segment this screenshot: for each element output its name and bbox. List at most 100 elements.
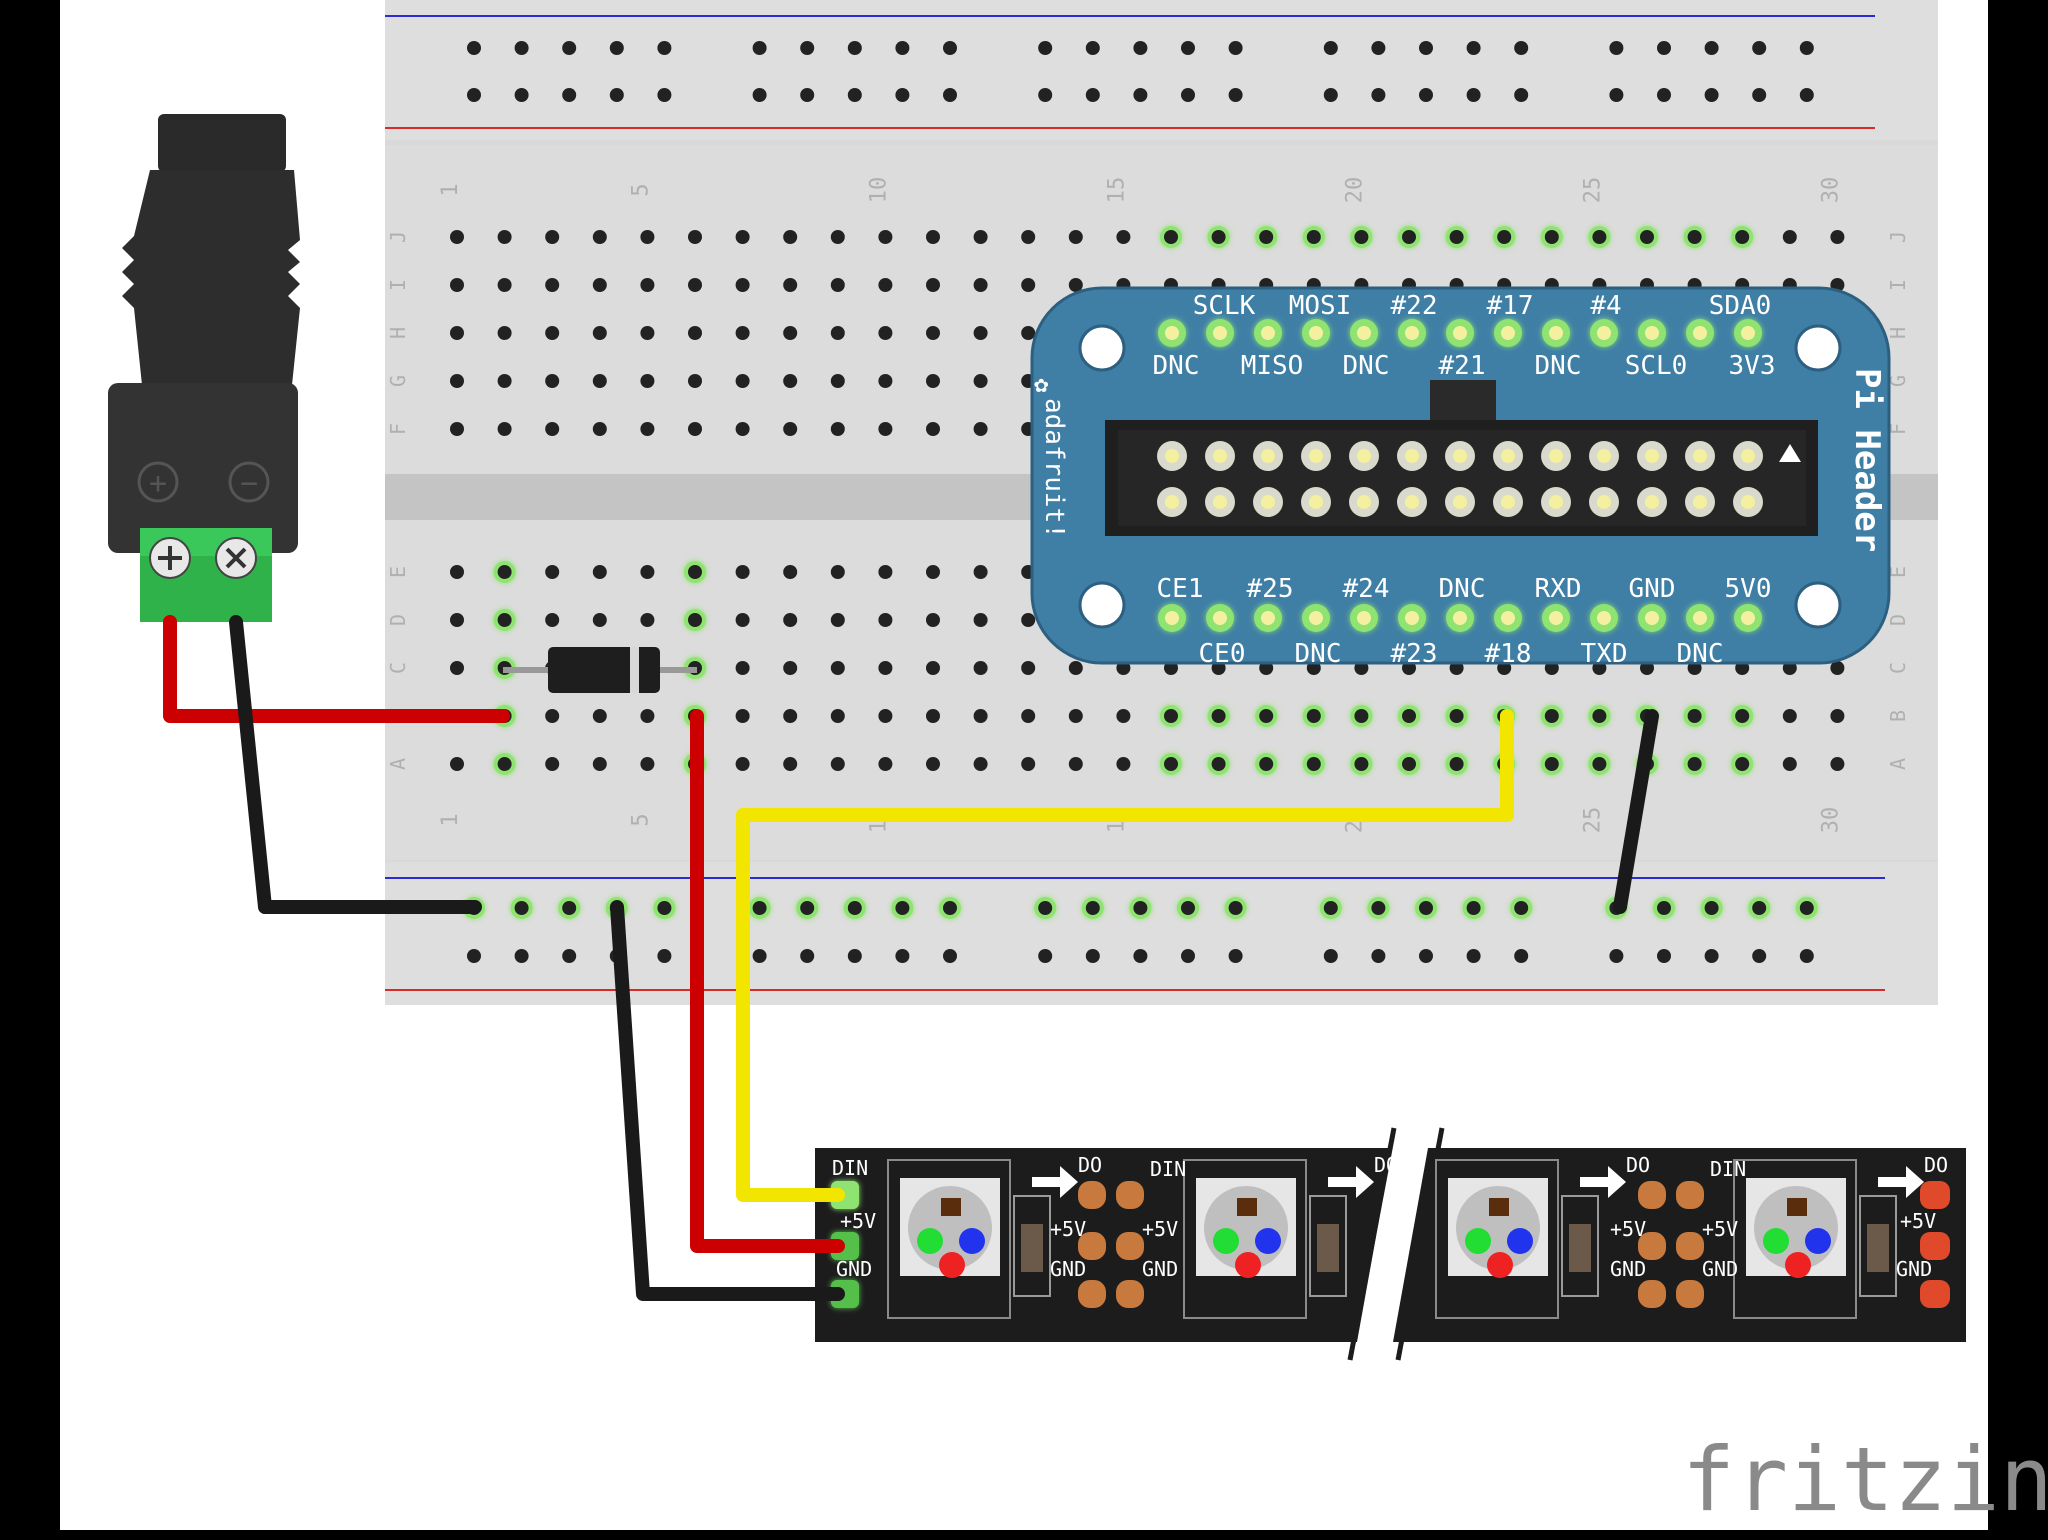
header-label-bottom-inner: DNC (1439, 574, 1486, 604)
breadboard-hole (783, 613, 798, 627)
power-rail-hole (1704, 901, 1719, 915)
breadboard-hole (830, 565, 845, 579)
dc-power-jack: + − (108, 114, 300, 622)
row-letter-right: H (1886, 327, 1910, 339)
led-die-icon (1787, 1198, 1807, 1216)
breadboard-hole (973, 661, 988, 675)
breadboard-hole (1544, 757, 1559, 771)
breadboard-hole (926, 374, 940, 388)
jack-minus-marking (228, 461, 270, 503)
breadboard-hole (1592, 230, 1607, 244)
power-rail-hole (1371, 88, 1386, 102)
breadboard-hole (1544, 709, 1559, 723)
breadboard-hole (1068, 278, 1083, 292)
breadboard-hole (1021, 613, 1036, 627)
breadboard-hole (1402, 709, 1416, 723)
diode (503, 647, 697, 693)
power-rail-hole (562, 949, 577, 963)
socket-pin (1501, 449, 1515, 463)
led-die-icon (1237, 1198, 1257, 1216)
pin1-indicator-icon (1779, 444, 1801, 462)
jack-barrel (122, 170, 300, 385)
socket-pin (1693, 449, 1707, 463)
breadboard-hole (878, 374, 893, 388)
power-rail-hole (1466, 901, 1481, 915)
row-letter-right: B (1886, 710, 1910, 722)
breadboard-hole (688, 278, 702, 292)
socket-pin (1405, 449, 1419, 463)
breadboard-hole (497, 230, 512, 244)
row-letter-right: G (1886, 375, 1910, 387)
power-rail-hole (752, 949, 767, 963)
led-green-icon (917, 1228, 943, 1254)
breadboard-hole (545, 230, 560, 244)
diode-body (548, 647, 660, 693)
pi-header-brand: adafruit! (1039, 398, 1069, 539)
header-label-top-inner: DNC (1153, 351, 1200, 381)
socket-pin (1453, 449, 1467, 463)
power-rail-hole (1133, 41, 1148, 55)
breadboard-hole (640, 709, 655, 723)
header-pad (1453, 326, 1467, 340)
column-number-top: 1 (438, 183, 463, 196)
power-rail-hole (1752, 88, 1767, 102)
breadboard-hole (878, 709, 893, 723)
power-rail-hole (1085, 41, 1100, 55)
power-rail-hole (562, 88, 577, 102)
capacitor (1317, 1224, 1339, 1272)
breadboard-hole (1021, 326, 1036, 340)
power-rail-hole (514, 949, 529, 963)
header-label-top: #17 (1487, 291, 1534, 321)
power-rail-hole (1038, 41, 1053, 55)
breadboard-hole (783, 374, 798, 388)
led-die-icon (941, 1198, 961, 1216)
breadboard-hole (640, 374, 655, 388)
breadboard-hole (830, 278, 845, 292)
breadboard-hole (973, 757, 988, 771)
breadboard-hole (1592, 757, 1607, 771)
breadboard-hole (1402, 757, 1416, 771)
power-rail-hole (1181, 88, 1195, 102)
header-label-bottom-inner: #25 (1247, 574, 1294, 604)
capacitor-outline (1013, 1195, 1051, 1297)
socket-pin (1645, 495, 1659, 509)
mount-hole-bottom-right (1794, 581, 1842, 629)
solder-pad (1116, 1280, 1144, 1308)
socket-pin (1405, 495, 1419, 509)
led-red-icon (1487, 1252, 1513, 1278)
power-rail-hole (752, 88, 767, 102)
socket-pin (1693, 495, 1707, 509)
pad-5v-label: +5V (1050, 1217, 1086, 1241)
socket-pin (1261, 449, 1275, 463)
breadboard-hole (1259, 709, 1274, 723)
header-label-bottom: #18 (1485, 639, 1532, 669)
breadboard-hole (830, 661, 845, 675)
power-rail-hole (609, 88, 624, 102)
breadboard-hole (735, 613, 750, 627)
power-rail-hole (1657, 949, 1671, 963)
wire-red-to-strip (690, 709, 845, 1253)
power-rail-hole (943, 901, 957, 915)
header-pad (1309, 326, 1323, 340)
power-rail-hole (1323, 88, 1338, 102)
breadboard-hole (688, 230, 702, 244)
breadboard-hole (783, 422, 798, 436)
breadboard-hole (640, 230, 655, 244)
strip-gnd-label: GND (836, 1257, 872, 1281)
breadboard-hole (545, 613, 560, 627)
header-label-top-inner: DNC (1535, 351, 1582, 381)
breadboard-hole (783, 757, 798, 771)
power-rail-hole (1038, 88, 1053, 102)
power-rail-hole (1133, 949, 1148, 963)
breadboard-hole (830, 326, 845, 340)
power-rail-hole (1419, 41, 1433, 55)
breadboard-hole (1782, 709, 1797, 723)
breadboard-hole (592, 422, 607, 436)
column-number-bottom: 5 (628, 813, 653, 826)
breadboard-hole (878, 613, 893, 627)
socket-pin (1741, 495, 1755, 509)
row-letter-right: E (1886, 566, 1910, 578)
breadboard-hole (1497, 230, 1512, 244)
breadboard-hole (450, 757, 464, 771)
